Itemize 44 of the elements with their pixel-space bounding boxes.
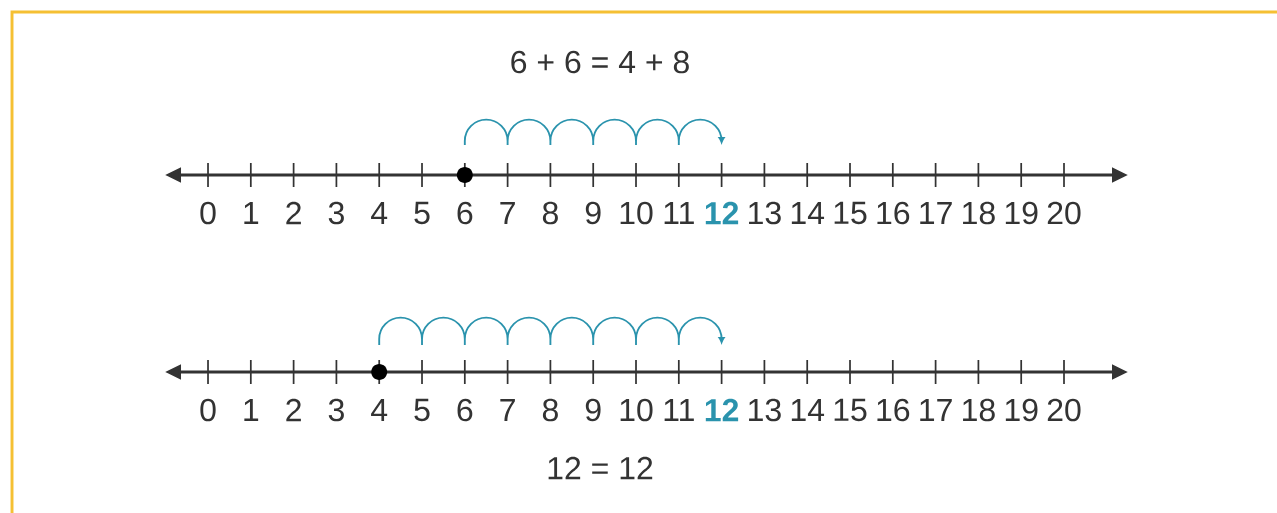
tick-label: 19 xyxy=(1005,201,1038,225)
tick-label: 16 xyxy=(877,398,910,422)
tick-label: 14 xyxy=(791,202,825,224)
tick-label: 5 xyxy=(414,201,430,225)
tick-label: 1 xyxy=(244,399,259,421)
tick-label: 0 xyxy=(200,398,216,422)
tick-label: 0 xyxy=(200,201,216,225)
tick-label: 18 xyxy=(963,201,995,225)
tick-label: 7 xyxy=(500,202,515,224)
tick-label: 18 xyxy=(963,398,995,422)
tick-label: 7 xyxy=(500,399,515,421)
tick-label: 2 xyxy=(286,201,301,225)
tick-label: 13 xyxy=(749,398,781,422)
tick-label: 6 xyxy=(457,201,473,225)
equation: 6 + 6 = 4 + 8 xyxy=(511,50,689,74)
equation: 12 = 12 xyxy=(548,456,653,480)
tick-label: 11 xyxy=(664,202,694,224)
tick-label: 16 xyxy=(877,201,910,225)
tick-label: 15 xyxy=(834,398,867,422)
tick-label: 17 xyxy=(920,202,952,224)
tick-label: 11 xyxy=(664,399,694,421)
tick-label: 3 xyxy=(328,398,344,422)
tick-label: 10 xyxy=(620,398,653,422)
tick-label: 12 xyxy=(705,201,739,225)
tick-label: 10 xyxy=(620,201,653,225)
tick-label: 9 xyxy=(585,201,601,225)
tick-label: 4 xyxy=(371,399,388,421)
tick-label: 6 xyxy=(457,398,473,422)
tick-label: 9 xyxy=(585,398,601,422)
tick-label: 14 xyxy=(791,399,825,421)
tick-label: 17 xyxy=(920,399,952,421)
tick-label: 8 xyxy=(542,201,558,225)
tick-label: 15 xyxy=(834,201,867,225)
tick-label: 5 xyxy=(414,398,430,422)
tick-label: 8 xyxy=(542,398,558,422)
tick-label: 3 xyxy=(328,201,344,225)
tick-label: 20 xyxy=(1047,201,1081,225)
tick-label: 1 xyxy=(244,202,259,224)
tick-label: 4 xyxy=(371,202,388,224)
tick-label: 13 xyxy=(749,201,781,225)
tick-label: 2 xyxy=(286,398,301,422)
tick-label: 12 xyxy=(705,398,739,422)
tick-label: 19 xyxy=(1005,398,1038,422)
tick-label: 20 xyxy=(1047,398,1081,422)
